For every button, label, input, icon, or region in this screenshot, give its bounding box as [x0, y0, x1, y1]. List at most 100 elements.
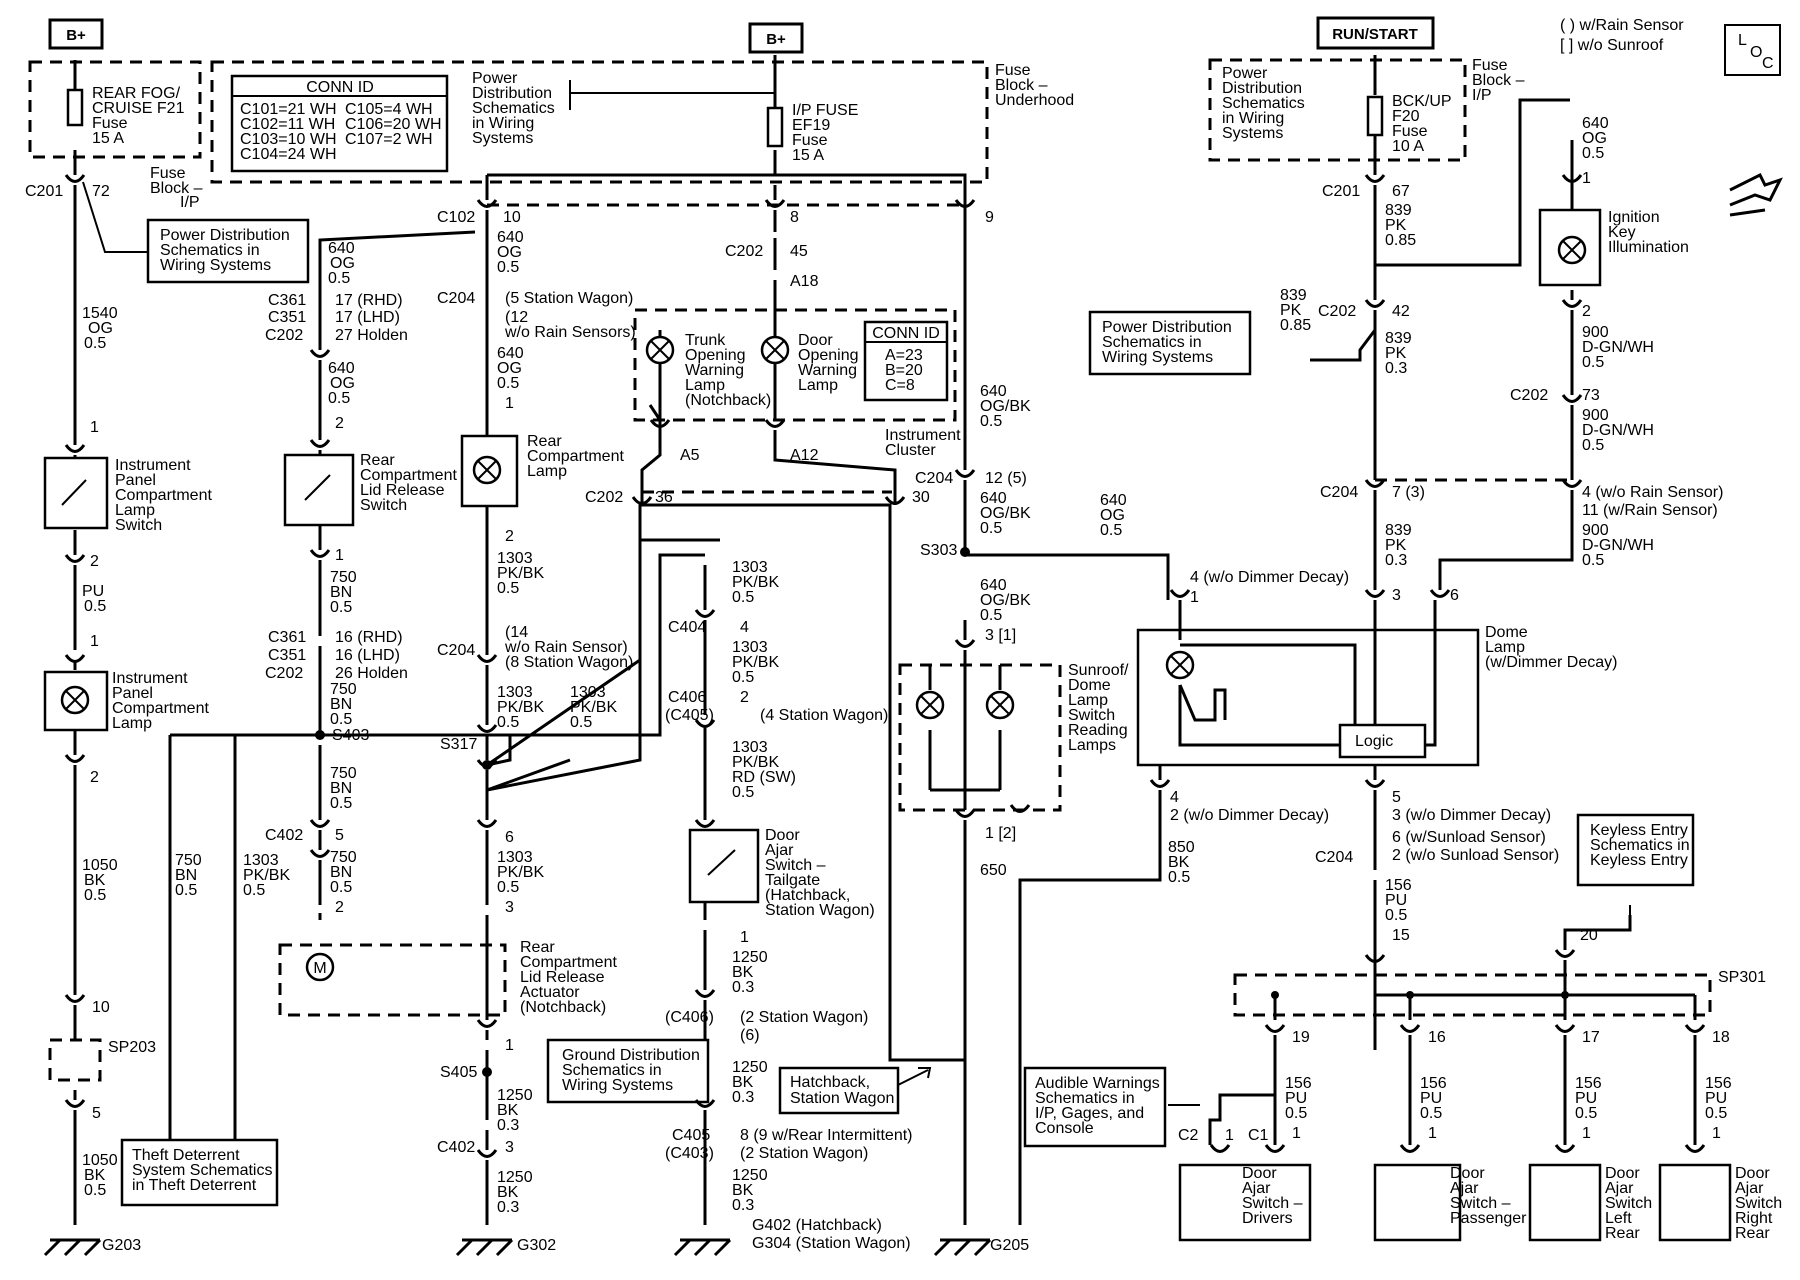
wire-label-c204b: C204	[437, 642, 475, 659]
svg-text:Fuse: Fuse	[995, 62, 1031, 79]
wire-label-g085: 0.85	[1385, 232, 1416, 249]
wire-label-sw2b: (2 Station Wagon)	[740, 1145, 868, 1162]
connector-symbol	[1169, 589, 1191, 598]
wire-label-w1540: 1540	[82, 305, 118, 322]
wire-label-rs4: 4 (w/o Rain Sensor)	[1582, 484, 1723, 501]
svg-text:Ajar: Ajar	[765, 842, 794, 859]
ip-fuse-ef19: I/P FUSE EF19 Fuse 15 A	[766, 102, 858, 164]
ref-power-distribution-top-center[interactable]: Power Distribution Schematics in Wiring …	[472, 70, 555, 147]
ref-power-distribution-right[interactable]: Power Distribution Schematics in Wiring …	[1088, 310, 1252, 376]
ref-ground-distribution[interactable]: Ground Distribution Schematics in Wiring…	[546, 1038, 710, 1104]
wire-label-pin1b: 1	[90, 633, 99, 650]
ref-audible-warnings[interactable]: Audible Warnings Schematics in I/P, Gage…	[1023, 1066, 1167, 1148]
wire-label-rdsw: RD (SW)	[732, 769, 796, 786]
wire-label-g0523: 0.5	[980, 520, 1002, 537]
wire-label-bnd: BN	[330, 864, 352, 881]
wire-label-g304: G304 (Station Wagon)	[752, 1235, 911, 1252]
ref-theft-deterrent[interactable]: Theft Deterrent System Schematics in The…	[120, 1138, 279, 1207]
wire-label-w839a: 839	[1385, 202, 1412, 219]
ref-power-distribution-top-right[interactable]: Power Distribution Schematics in Wiring …	[1222, 65, 1305, 142]
wire-label-rearint: 8 (9 w/Rear Intermittent)	[740, 1127, 913, 1144]
wire-label-pkbke: PK/BK	[497, 864, 544, 881]
svg-text:15 A: 15 A	[792, 147, 824, 164]
wire-label-w640i: 640	[1582, 115, 1609, 132]
wire-label-w839b: 839	[1280, 287, 1307, 304]
svg-text:Trunk: Trunk	[685, 332, 726, 349]
wire-label-p45: 45	[790, 243, 808, 260]
wire-label-pin1e: 1	[505, 1037, 514, 1054]
wire-label-sp301: SP301	[1718, 969, 1766, 986]
wire-label-p10b: 10	[503, 209, 521, 226]
wire-label-pin2e: 2	[505, 528, 514, 545]
ref-keyless-entry[interactable]: Keyless Entry Schematics in Keyless Entr…	[1576, 813, 1695, 887]
svg-text:CONN ID: CONN ID	[306, 79, 374, 96]
wire-label-p3b: 3	[505, 1139, 514, 1156]
svg-text:B+: B+	[66, 27, 86, 44]
wire-label-c402b: C402	[437, 1139, 475, 1156]
wire-label-w640c: 640	[497, 229, 524, 246]
connector-symbol	[954, 199, 976, 208]
svg-text:REAR FOG/: REAR FOG/	[92, 85, 181, 102]
wire-label-dim3: 3 (w/o Dimmer Decay)	[1392, 807, 1551, 824]
wire-label-rain14b: w/o Rain Sensor)	[504, 639, 628, 656]
wire-label-g0852: 0.85	[1280, 317, 1311, 334]
wire-label-g402: G402 (Hatchback)	[752, 1217, 882, 1234]
wire-label-g037: 0.3	[1385, 552, 1407, 569]
wire-label-p2f: 2	[740, 689, 749, 706]
svg-text:Power Distribution: Power Distribution	[1102, 319, 1232, 336]
connector-symbol	[1399, 1024, 1421, 1033]
svg-text:Dome: Dome	[1485, 624, 1528, 641]
wire-label-w900c: 900	[1582, 522, 1609, 539]
wire-label-lhd16: 16 (LHD)	[335, 647, 400, 664]
wire-label-bka: BK	[84, 872, 106, 889]
wire-label-c202f: C202	[1510, 387, 1548, 404]
component-labels: Instrument Panel Compartment Lamp Switch…	[112, 209, 1782, 1242]
wire-label-pin1g: 1	[1190, 589, 1199, 606]
fuse-block-ip-right-label: Fuse Block – I/P	[1472, 57, 1525, 104]
svg-text:Wiring Systems: Wiring Systems	[562, 1077, 673, 1094]
svg-text:Switch: Switch	[1735, 1195, 1782, 1212]
wire-label-w650: 650	[980, 862, 1007, 879]
wire-label-g033: 0.3	[732, 979, 754, 996]
wire-label-p73: 7 (3)	[1392, 484, 1425, 501]
svg-text:C105=4 WH: C105=4 WH	[345, 101, 433, 118]
legend-rain-sensor: ( ) w/Rain Sensor	[1560, 17, 1684, 34]
wire-label-g031: 0.3	[497, 1117, 519, 1134]
wire-label-sw4: (4 Station Wagon)	[760, 707, 888, 724]
connector-symbol	[1264, 1144, 1286, 1153]
wire-label-c202d: C202	[585, 489, 623, 506]
wire-label-g0511: 0.5	[175, 882, 197, 899]
svg-text:10 A: 10 A	[1392, 138, 1424, 155]
ref-power-distribution-left[interactable]: Power Distribution Schematics in Wiring …	[146, 218, 310, 284]
svg-text:Lamp: Lamp	[112, 715, 152, 732]
wire-label-pue: PU	[1705, 1090, 1727, 1107]
svg-text:EF19: EF19	[792, 117, 830, 134]
svg-text:Keyless Entry: Keyless Entry	[1590, 852, 1688, 869]
svg-text:Right: Right	[1735, 1210, 1773, 1227]
wire-label-g205: G205	[990, 1237, 1029, 1254]
wire-label-pkb: PK	[1280, 302, 1302, 319]
wire-label-s403: S403	[332, 727, 369, 744]
wire-label-w156e: 156	[1705, 1075, 1732, 1092]
svg-text:Distribution: Distribution	[1222, 80, 1302, 97]
wire-label-w850: 850	[1168, 839, 1195, 856]
connector-symbol	[309, 439, 331, 448]
svg-text:Console: Console	[1035, 1120, 1094, 1137]
wire-label-ogbk2: OG/BK	[980, 505, 1031, 522]
svg-text:Lamp: Lamp	[115, 502, 155, 519]
svg-text:Reading: Reading	[1068, 722, 1128, 739]
conn-id-small-table: CONN ID A=23 B=20 C=8	[865, 325, 947, 394]
wire-label-c204d: C204	[1320, 484, 1358, 501]
svg-text:Systems: Systems	[1222, 125, 1283, 142]
wire-label-a18: A18	[790, 273, 819, 290]
ref-hatchback-station-wagon[interactable]: Hatchback, Station Wagon	[778, 1066, 932, 1115]
svg-text:Cluster: Cluster	[885, 442, 936, 459]
wire-label-p73b: 73	[1582, 387, 1600, 404]
wire-label-dgwb: D-GN/WH	[1582, 422, 1654, 439]
wire-label-c2p: 1	[1225, 1127, 1234, 1144]
wire-label-pkbka: PK/BK	[243, 867, 290, 884]
wire-label-c361b: C361	[268, 629, 306, 646]
wire-label-g032: 0.3	[497, 1199, 519, 1216]
svg-text:Schematics in: Schematics in	[1035, 1090, 1135, 1107]
connector-symbol	[1554, 949, 1576, 958]
